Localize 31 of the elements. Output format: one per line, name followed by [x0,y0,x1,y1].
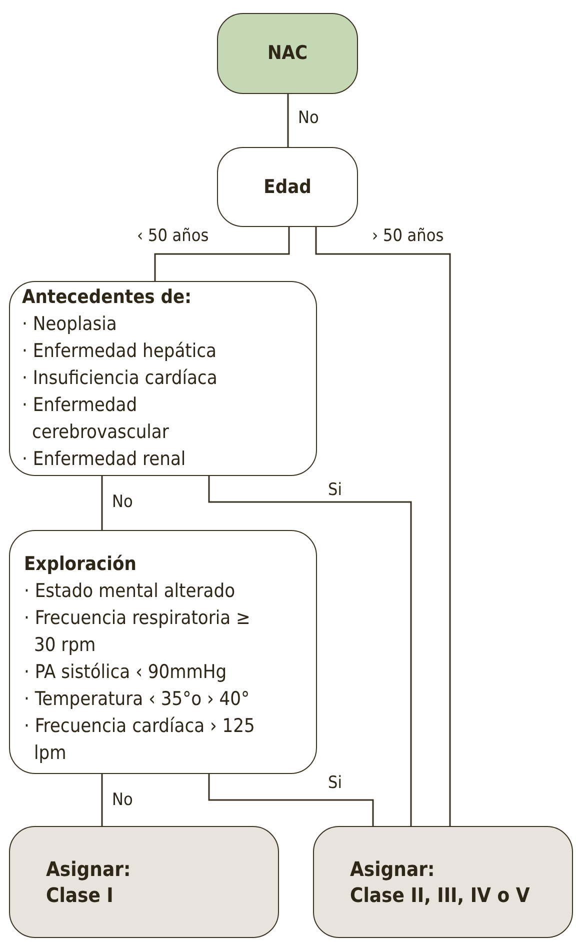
decision-box [9,530,317,774]
list-item: · Temperatura ‹ 35°o › 40° [24,687,251,712]
list-item: · Enfermedad renal [22,447,187,472]
connector-line [208,476,412,826]
node-text: Asignar: [46,856,132,882]
connector-line [154,227,290,281]
connector-line [208,774,374,826]
node-heading: Antecedentes de: [22,285,192,310]
result-box [313,826,573,938]
list-item: · Estado mental alterado [24,579,236,604]
decision-box [9,281,317,476]
list-item: · Insuficiencia cardíaca [22,366,218,391]
list-item: · Frecuencia respiratoria ≥ 30 rpm [24,606,252,658]
list-item: · Neoplasia [22,312,118,337]
list-item: · PA sistólica ‹ 90mmHg [24,660,228,685]
connector-line [101,774,103,826]
result-box [9,826,279,938]
node-text: Edad [262,174,312,200]
start-box [217,13,358,94]
list-item: · Frecuencia cardíaca › 125 lpm [24,714,256,766]
node-text: NAC [266,41,309,66]
node-text: Clase I [46,882,114,908]
connector-line [101,476,103,530]
connector-line [287,94,289,147]
list-item: · Enfermedad hepática [22,339,218,364]
connector-line [315,227,451,826]
decision-box [217,147,358,227]
node-text: Asignar: [350,856,436,882]
node-heading: Exploración [24,552,138,577]
list-item: · Enfermedad cerebrovascular [22,393,170,445]
node-text: Clase II, III, IV o V [350,882,531,908]
